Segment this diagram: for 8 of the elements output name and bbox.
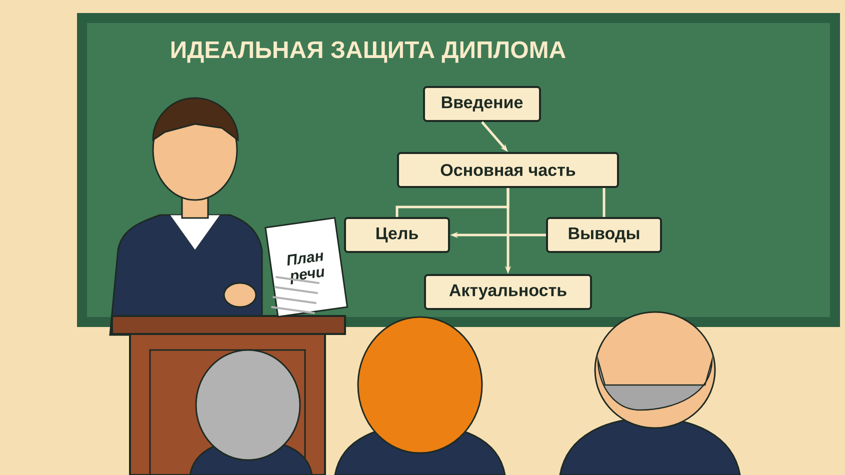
connector xyxy=(396,188,510,217)
step-box: Цель xyxy=(344,217,450,253)
board-title: ИДЕАЛЬНАЯ ЗАЩИТА ДИПЛОМА xyxy=(171,41,566,63)
step-box: Выводы xyxy=(546,217,662,253)
step-box: Введение xyxy=(423,86,541,122)
step-box: Основная часть xyxy=(397,152,619,188)
step-box: Актуальность xyxy=(424,274,592,310)
connector xyxy=(602,188,606,217)
